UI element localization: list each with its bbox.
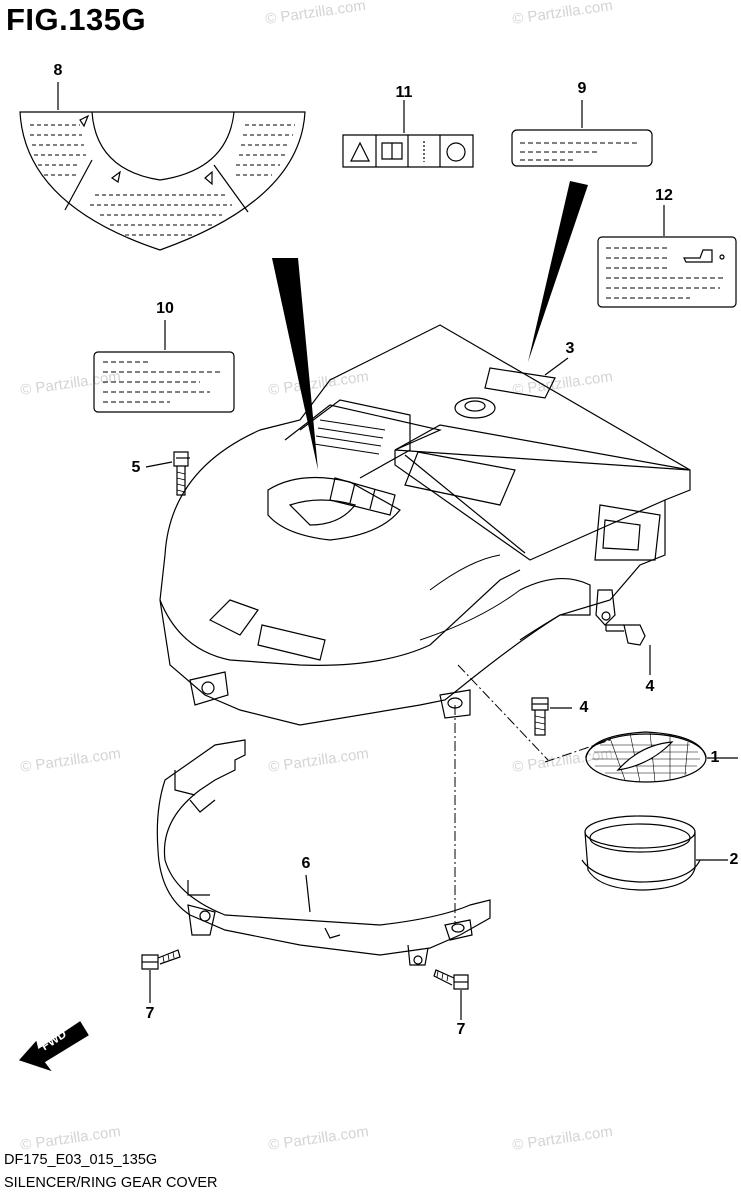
part-8-semicircle-label [20, 112, 305, 250]
callout-4: 4 [579, 699, 589, 716]
callout-8: 8 [53, 62, 63, 79]
callout-7: 7 [456, 1021, 466, 1038]
part-7-bolt-right [434, 970, 468, 989]
part-4-bolt-lower [532, 698, 548, 735]
callout-3: 3 [565, 340, 575, 357]
callout-7: 7 [145, 1005, 155, 1022]
figure-title: FIG.135G [6, 2, 147, 37]
part-2-rubber-ring [582, 816, 700, 890]
callout-2: 2 [729, 851, 739, 868]
reference-lines [455, 665, 610, 925]
pointer-wedge [528, 181, 588, 362]
callout-12: 12 [655, 187, 673, 204]
pointer-wedge [272, 258, 318, 470]
diagram-code: DF175_E03_015_135G [4, 1152, 158, 1168]
part-4-bolt-upper [606, 625, 645, 645]
leader-line [306, 875, 310, 912]
fwd-arrow-icon [20, 1022, 88, 1070]
part-9-label [512, 130, 652, 166]
callout-4: 4 [645, 678, 655, 695]
part-11-symbol-label [343, 135, 473, 167]
callout-1: 1 [710, 749, 720, 766]
callout-5: 5 [131, 459, 141, 476]
leader-line [545, 358, 568, 375]
part-7-bolt-left [142, 950, 180, 969]
callout-10: 10 [156, 300, 174, 317]
part-5-bolt [174, 452, 190, 495]
callout-11: 11 [395, 84, 413, 101]
part-1-mesh-screen [586, 732, 706, 782]
leader-line [146, 462, 172, 467]
part-12-oil-label [598, 237, 736, 307]
callout-6: 6 [301, 855, 311, 872]
part-3-silencer-cover [160, 325, 690, 725]
diagram-caption: SILENCER/RING GEAR COVER [4, 1175, 218, 1191]
part-10-label [94, 352, 234, 412]
callout-9: 9 [577, 80, 587, 97]
part-6-ring-gear-cover [157, 740, 490, 965]
